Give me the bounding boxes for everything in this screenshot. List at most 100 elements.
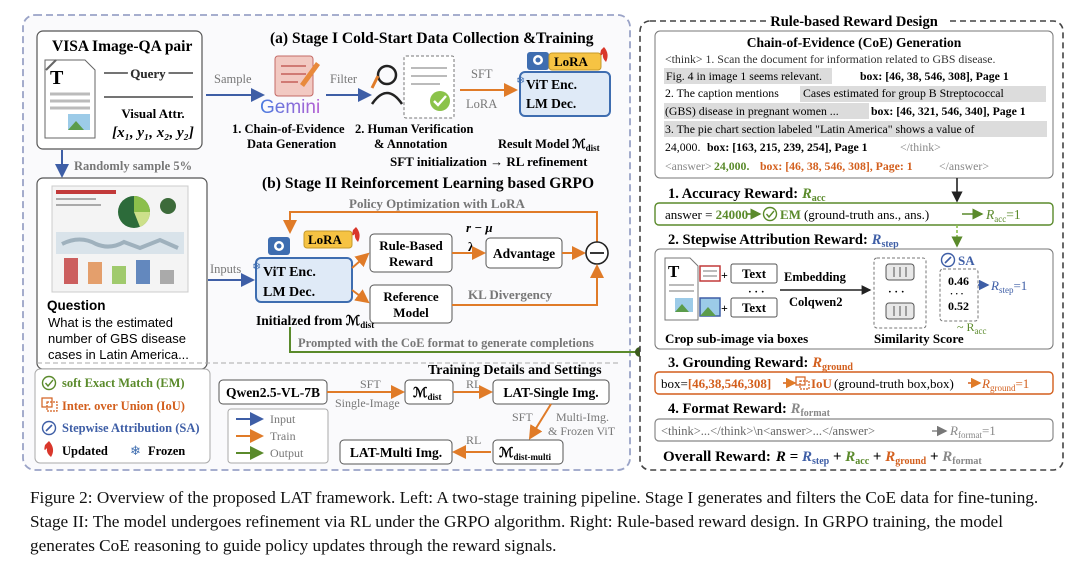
question-line-2: number of GBS disease (48, 331, 186, 346)
svg-text:~ Racc: ~ Racc (957, 320, 986, 336)
step1-label: 1. Chain-of-Evidence (232, 122, 345, 136)
gemini-label: Gemini (260, 97, 320, 118)
svg-text:box: [46, 38, 546, 308], Page:: box: [46, 38, 546, 308], Page: 1 (760, 159, 913, 173)
svg-text:24,000.: 24,000. (714, 159, 749, 173)
random-sample-label: Randomly sample 5% (74, 159, 192, 173)
svg-text:box: [163, 215, 239, 254], Pag: box: [163, 215, 239, 254], Page 1 (707, 140, 868, 154)
step1-label-2: Data Generation (247, 137, 336, 151)
svg-text:T: T (668, 262, 680, 281)
svg-text:Text: Text (742, 266, 767, 281)
figure-caption: Figure 2: Overview of the proposed LAT f… (30, 488, 1039, 555)
svg-text:Output: Output (270, 446, 304, 460)
svg-text:<think> 1. Scan the document: <think> 1. Scan the document for informa… (665, 52, 995, 66)
svg-text:ℳdist: ℳdist (413, 385, 441, 402)
iou-icon (41, 397, 58, 412)
svg-text:3. The pie chart section label: 3. The pie chart section labeled "Latin … (665, 122, 975, 136)
svg-text:Qwen2.5-VL-7B: Qwen2.5-VL-7B (226, 385, 320, 400)
legend-box (34, 368, 211, 464)
svg-text:Input: Input (270, 412, 296, 426)
step2-label-2: & Annotation (374, 137, 447, 151)
legend-frozen: Frozen (148, 444, 185, 458)
minus-circle-icon (585, 241, 609, 265)
overall-reward: Overall Reward:R = Rstep + Racc + Rgroun… (663, 449, 982, 467)
svg-text:box: [46, 38, 546, 308], Page: box: [46, 38, 546, 308], Page 1 (860, 69, 1009, 83)
embedding-icon-1 (885, 263, 915, 281)
svg-text:Fig. 4 in image 1 seems releva: Fig. 4 in image 1 seems relevant. (666, 69, 822, 83)
crop-document-icon: T (664, 257, 699, 321)
svg-text:<answer>: <answer> (665, 159, 712, 173)
snowflake-icon-2: ❄ (252, 261, 261, 273)
gemini-icon (274, 55, 320, 97)
grounding-title: 3. Grounding Reward:Rground (668, 355, 853, 373)
svg-text:& Frozen ViT: & Frozen ViT (548, 424, 616, 438)
result-model: LoRA ViT Enc. LM Dec. ❄ (516, 47, 611, 117)
policy-optimization-label: Policy Optimization with LoRA (349, 196, 525, 211)
svg-text:SFT: SFT (512, 410, 533, 424)
svg-text:SFT: SFT (360, 377, 381, 391)
text-box-2 (730, 297, 778, 318)
legend-em: soft Exact Match (EM) (62, 376, 185, 390)
svg-text:· · ·: · · · (748, 286, 765, 298)
sa-icon (41, 420, 57, 436)
query-label: Query (130, 66, 166, 81)
sft-label: SFT (471, 67, 493, 81)
sa-icon-2 (940, 252, 956, 268)
svg-text:IoU(ground-truth box,box): IoU(ground-truth box,box) (811, 376, 954, 391)
coe-title: Chain-of-Evidence (CoE) Generation (747, 35, 962, 50)
stage2-title: (b) Stage II Reinforcement Learning base… (262, 175, 594, 192)
r-mu-label: r − μ (466, 220, 493, 235)
filter-label: Filter (330, 72, 358, 86)
reward-title: Rule-based Reward Design (770, 14, 938, 30)
inputs-label: Inputs (210, 262, 241, 276)
svg-text:2. The caption mentions: 2. The caption mentions (665, 86, 779, 100)
svg-text:ViT Enc.: ViT Enc. (526, 77, 577, 92)
svg-text:EM(ground-truth ans., ans.): EM(ground-truth ans., ans.) (780, 207, 929, 222)
svg-text:Single-Image: Single-Image (335, 396, 400, 410)
svg-text:Train: Train (270, 429, 296, 443)
kl-arrow (452, 264, 604, 306)
visual-attr-label: Visual Attr. (121, 106, 184, 121)
svg-text:RL: RL (466, 377, 481, 391)
svg-text:box: [46, 321, 546, 340], Page: box: [46, 321, 546, 340], Page 1 (871, 104, 1026, 118)
colqwen-label: Colqwen2 (789, 295, 842, 309)
svg-text:answer = 24000: answer = 24000 (665, 207, 748, 222)
svg-text:Model: Model (393, 305, 429, 320)
lambda-label: λ (468, 239, 475, 254)
svg-text:LoRA: LoRA (554, 54, 589, 69)
frozen-snowflake-icon: ❄ (130, 443, 141, 458)
svg-text:T: T (50, 67, 64, 89)
svg-text:<think>...</think>\n<answer>..: <think>...</think>\n<answer>...</answer> (661, 424, 875, 438)
svg-text:Rformat=1: Rformat=1 (949, 423, 996, 440)
sample-label: Sample (214, 72, 252, 86)
svg-text:Advantage: Advantage (493, 246, 555, 261)
human-icon (370, 64, 404, 105)
svg-text:0.46: 0.46 (948, 274, 969, 288)
svg-text:Crop sub-image via boxes: Crop sub-image via boxes (665, 331, 808, 346)
legend-iou: Inter. over Union (IoU) (62, 399, 185, 413)
svg-text:· · ·: · · · (888, 286, 905, 298)
stage1-title: (a) Stage I Cold-Start Data Collection &… (270, 30, 594, 47)
question-line-1: What is the estimated (48, 315, 173, 330)
svg-text:box=[46,38,546,308]: box=[46,38,546,308] (661, 376, 771, 391)
format-box (654, 418, 1054, 442)
svg-text:SA: SA (958, 253, 975, 268)
svg-text:ℳdist-multi: ℳdist-multi (499, 445, 551, 462)
svg-text:</answer>: </answer> (939, 159, 989, 173)
policy-model: LoRA ViT Enc. LM Dec. ❄ (252, 227, 360, 303)
svg-text:</think>: </think> (900, 140, 941, 154)
pen-icon (45, 59, 57, 71)
prompted-arrow (289, 327, 637, 353)
svg-text:Rground=1: Rground=1 (981, 376, 1029, 393)
svg-text:LM Dec.: LM Dec. (263, 285, 315, 300)
svg-text:LAT-Single Img.: LAT-Single Img. (503, 385, 598, 400)
question-line-3: cases in Latin America... (48, 347, 189, 362)
updated-flame-icon (44, 441, 54, 457)
snowflake-icon: ❄ (516, 75, 525, 87)
svg-text:ViT Enc.: ViT Enc. (263, 265, 316, 280)
visual-attr-coords: [x₁, y₁, x₂, y₂] (112, 125, 194, 141)
svg-text:0.52: 0.52 (948, 299, 969, 313)
svg-text:LoRA: LoRA (308, 232, 343, 247)
accuracy-title: 1. Accuracy Reward:Racc (668, 186, 826, 204)
stepwise-title: 2. Stepwise Attribution Reward:Rstep (668, 232, 899, 250)
